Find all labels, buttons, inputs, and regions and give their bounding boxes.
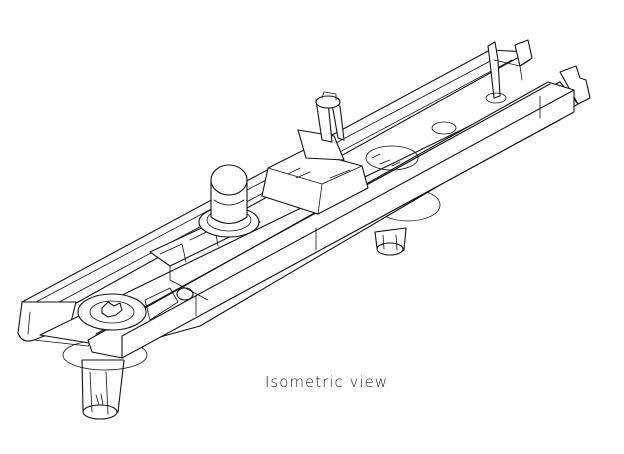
rear-mounting-post <box>375 189 440 255</box>
view-caption: Isometric view <box>265 373 389 391</box>
rear-circular-feature <box>366 93 506 170</box>
front-mounting-post <box>63 340 147 419</box>
round-knob <box>199 165 259 237</box>
front-screw-boss <box>78 288 193 330</box>
spindle-block <box>262 92 368 214</box>
